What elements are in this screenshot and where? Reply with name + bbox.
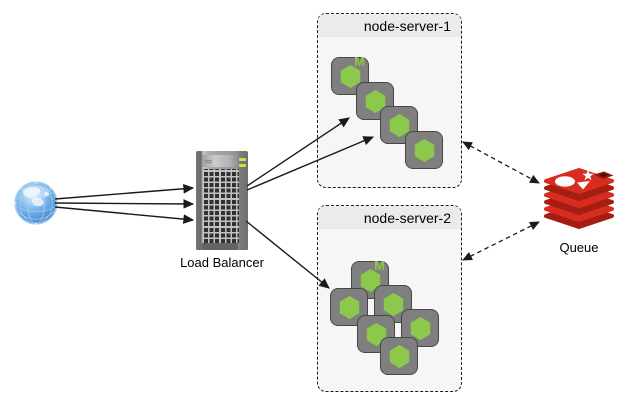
- node-server-1-header: node-server-1: [318, 14, 461, 37]
- server-led-icon: [239, 158, 246, 161]
- redis-triangle-shape: [577, 181, 590, 190]
- server-grid-panel: [204, 169, 239, 243]
- redis-ellipse-shape: [555, 176, 575, 187]
- redis-cube-hole: [599, 173, 609, 177]
- edge-internet-lb-2: [54, 199, 195, 209]
- node-server-2-header: node-server-2: [318, 206, 461, 229]
- edge-nodeserver2-queue: [462, 221, 540, 261]
- nodejs-hexagon-icon: [339, 295, 359, 319]
- nodejs-worker-icon: [405, 131, 443, 169]
- redis-star-shape: [582, 169, 594, 181]
- master-process-label: M: [354, 54, 365, 69]
- server-top-panel: [202, 155, 238, 167]
- nodejs-hexagon-icon: [340, 64, 360, 88]
- edge-nodeserver1-queue: [462, 141, 540, 184]
- server-led-icon: [239, 164, 246, 167]
- nodejs-hexagon-icon: [389, 344, 409, 368]
- server-vent: [205, 159, 212, 163]
- queue-label: Queue: [559, 240, 599, 255]
- server-base: [202, 243, 238, 250]
- nodejs-worker-icon: [380, 337, 418, 375]
- node-server-2-title: node-server-2: [363, 209, 451, 226]
- nodejs-hexagon-icon: [410, 316, 430, 340]
- nodejs-hexagon-icon: [414, 138, 434, 162]
- nodejs-hexagon-icon: [365, 89, 385, 113]
- server-tower-icon: [196, 151, 248, 250]
- load-balancer-label: Load Balancer: [180, 255, 264, 270]
- nodejs-hexagon-icon: [383, 292, 403, 316]
- nodejs-hexagon-icon: [389, 113, 409, 137]
- nodejs-master-icon: M: [351, 258, 389, 299]
- globe-icon: [14, 181, 58, 225]
- edge-internet-lb-1: [54, 183, 195, 200]
- master-process-label: M: [374, 258, 385, 273]
- redis-icon: [544, 168, 614, 229]
- edge-internet-lb-3: [54, 206, 195, 224]
- node-server-1-title: node-server-1: [363, 17, 451, 34]
- nodejs-hexagon-icon: [360, 268, 380, 292]
- node-server-1-box: node-server-1: [317, 13, 462, 188]
